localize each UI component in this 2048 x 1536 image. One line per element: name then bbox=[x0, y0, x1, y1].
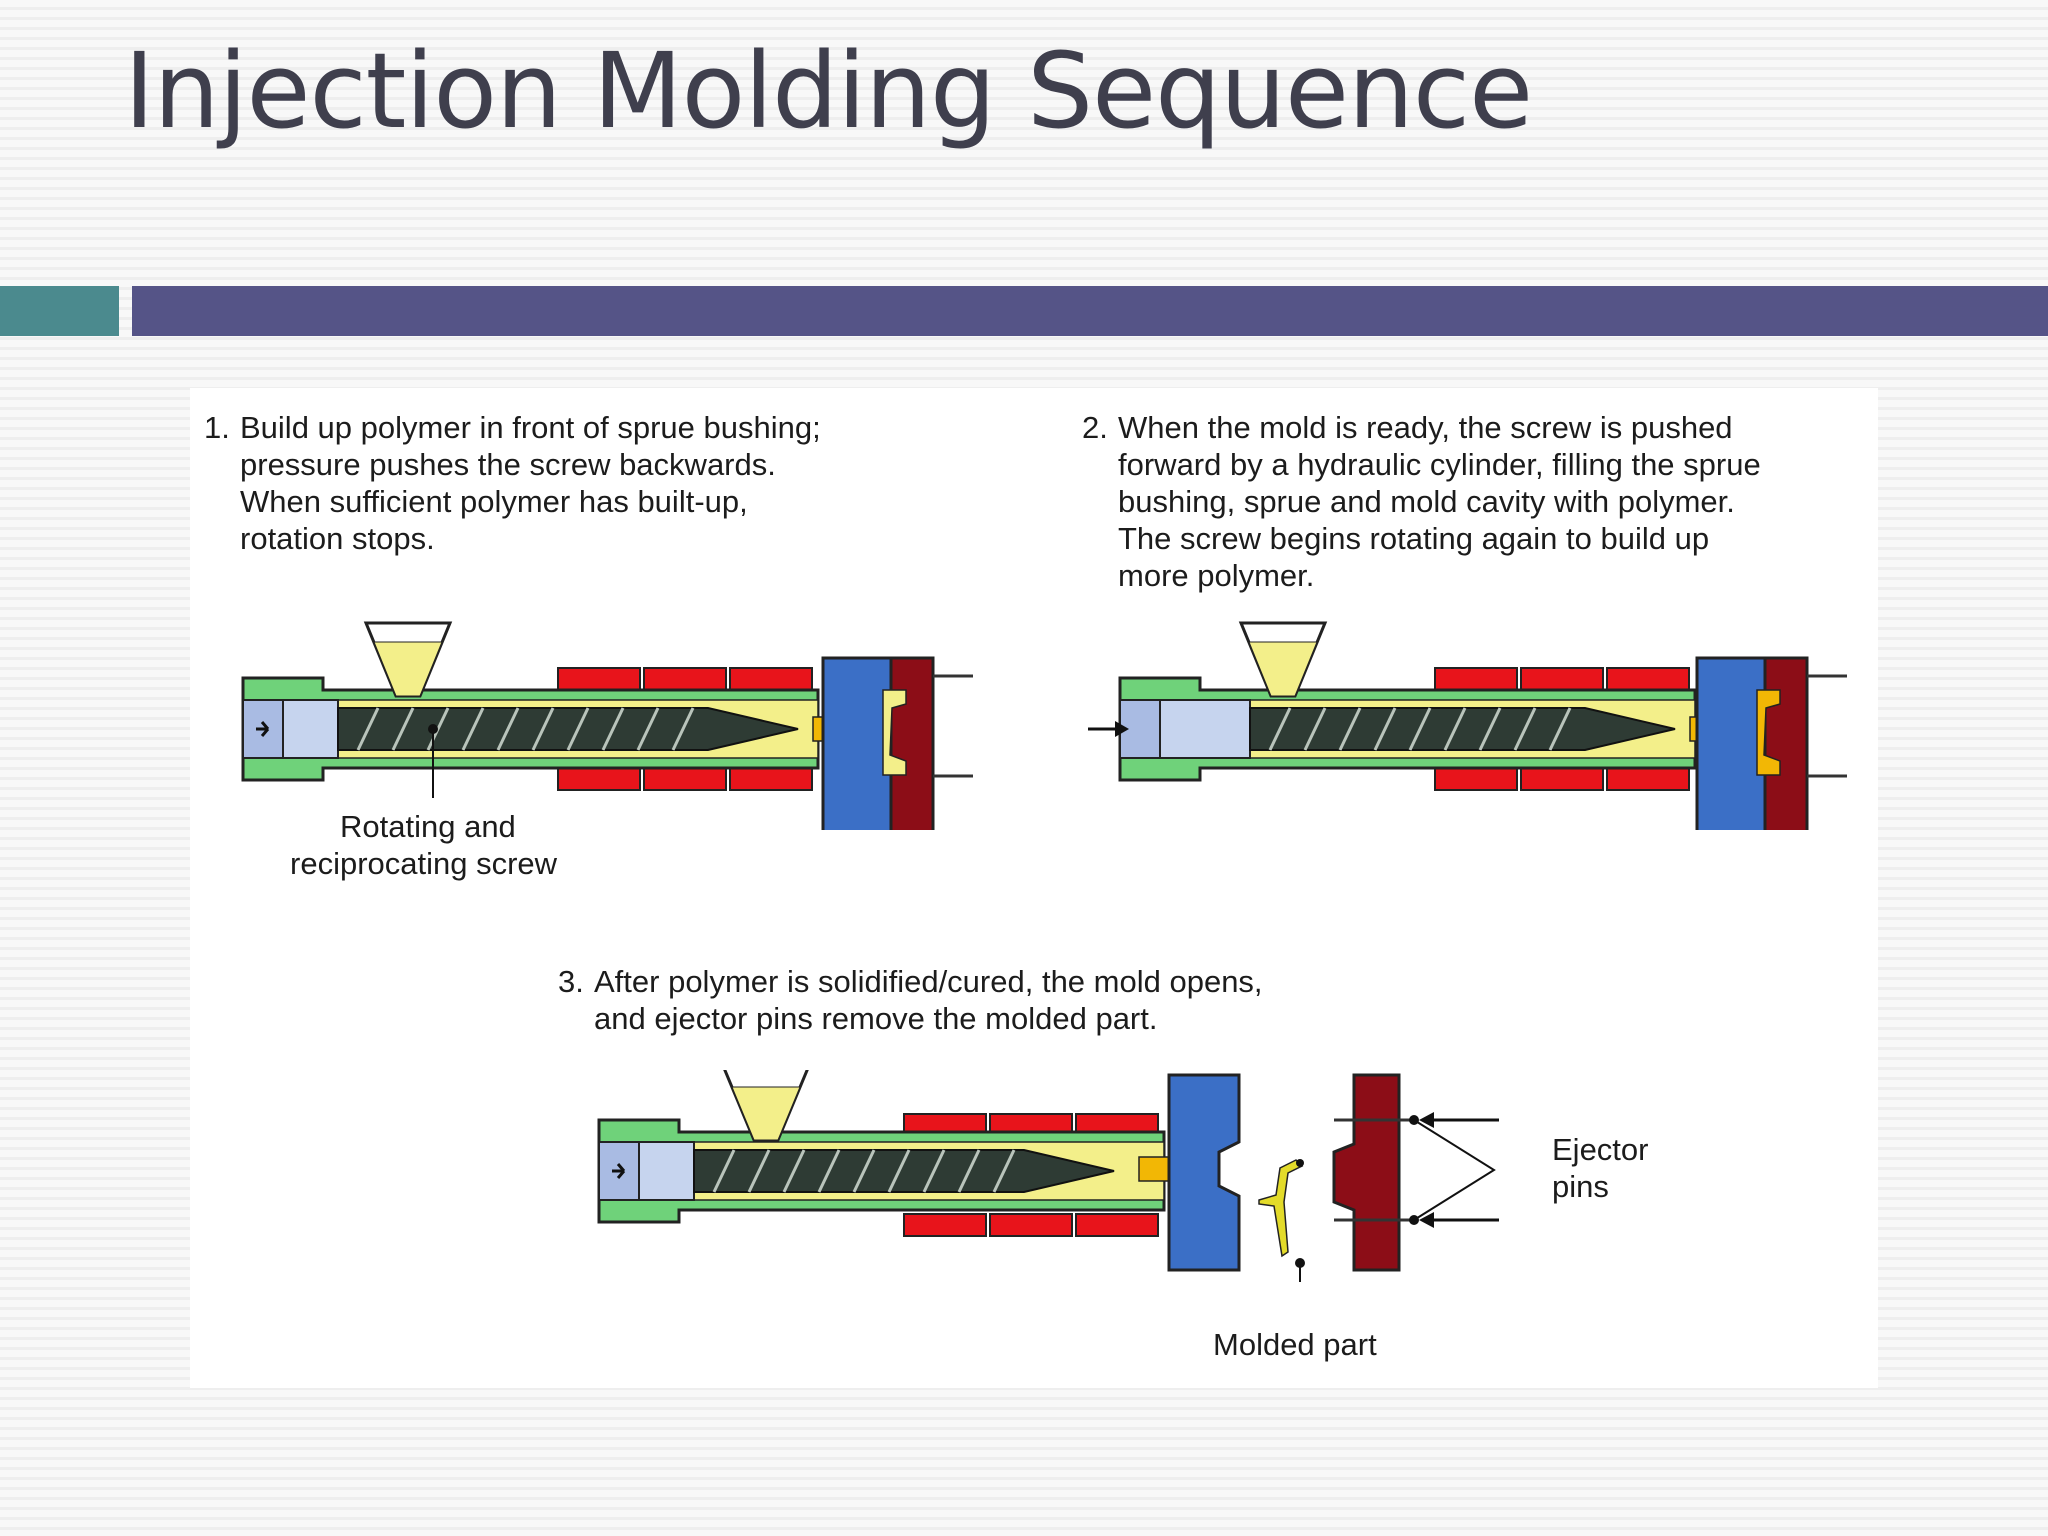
step-2-line-1: When the mold is ready, the screw is pus… bbox=[1118, 410, 1733, 445]
step-1-line-3: When sufficient polymer has built-up, bbox=[240, 484, 748, 519]
step-1-line-1: Build up polymer in front of sprue bushi… bbox=[240, 410, 821, 445]
step-2-number: 2. bbox=[1082, 410, 1108, 445]
step-1-line-4: rotation stops. bbox=[240, 521, 435, 556]
step-1-line-2: pressure pushes the screw backwards. bbox=[240, 447, 776, 482]
injection-unit-diagram-2 bbox=[1088, 621, 1847, 830]
ejector-pins-label-line-2: pins bbox=[1552, 1169, 1609, 1204]
step-2-line-3: bushing, sprue and mold cavity with poly… bbox=[1118, 484, 1735, 519]
rotating-screw-label-line-2: reciprocating screw bbox=[290, 846, 558, 881]
injection-unit-diagram-1 bbox=[241, 621, 973, 830]
injection-unit-diagram-3 bbox=[597, 1070, 1499, 1282]
title-accent-bar-teal bbox=[0, 286, 119, 336]
ejector-pins-label: Ejector pins bbox=[1552, 1131, 1648, 1205]
slide-title: Injection Molding Sequence bbox=[124, 30, 1533, 152]
molded-part-label: Molded part bbox=[1213, 1327, 1377, 1362]
rotating-screw-label: Rotating and bbox=[340, 808, 516, 845]
step-2-line-5: more polymer. bbox=[1118, 558, 1315, 593]
rotating-screw-label-2: reciprocating screw bbox=[290, 845, 557, 882]
rotating-screw-label-line-1: Rotating and bbox=[340, 809, 516, 844]
step-2-line-4: The screw begins rotating again to build… bbox=[1118, 521, 1710, 556]
title-accent-bar-purple bbox=[132, 286, 2048, 336]
ejector-pins-label-line-1: Ejector bbox=[1552, 1132, 1649, 1167]
step-2-line-2: forward by a hydraulic cylinder, filling… bbox=[1118, 447, 1761, 482]
step-1-number: 1. bbox=[204, 410, 230, 445]
step-3-line-1: After polymer is solidified/cured, the m… bbox=[594, 964, 1263, 999]
step-3-line-2: and ejector pins remove the molded part. bbox=[594, 1001, 1158, 1036]
step-3-number: 3. bbox=[558, 964, 584, 999]
